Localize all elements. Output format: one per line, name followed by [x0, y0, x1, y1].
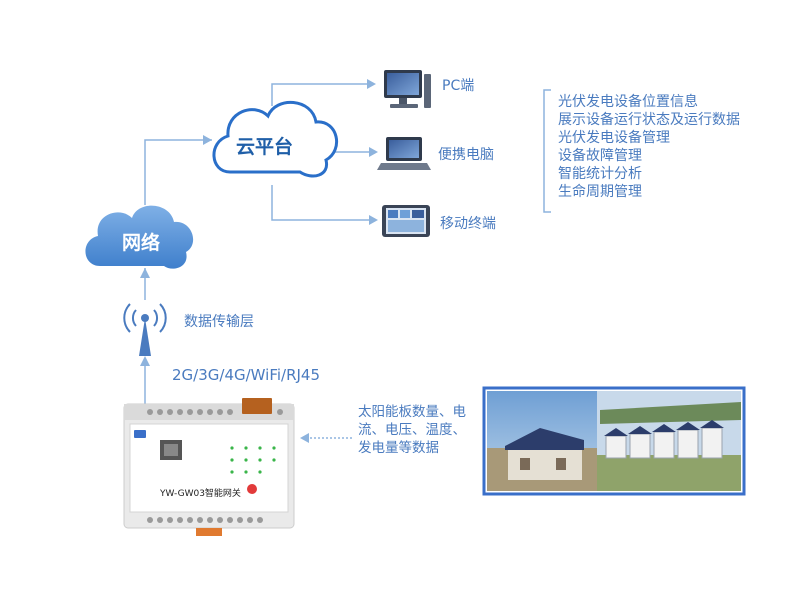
solar-photo [482, 386, 746, 496]
transport-layer-label: 数据传输层 [184, 314, 254, 330]
feature-list: 光伏发电设备位置信息 展示设备运行状态及运行数据 光伏发电设备管理 设备故障管理… [558, 93, 740, 201]
feature-item: 设备故障管理 [558, 148, 642, 164]
feature-item: 展示设备运行状态及运行数据 [558, 112, 740, 128]
sensor-data-text: 太阳能板数量、电流、电压、温度、发电量等数据 [358, 404, 466, 456]
feature-item: 智能统计分析 [558, 166, 642, 182]
pc-monitor-icon [384, 70, 431, 108]
antenna-icon [123, 303, 167, 356]
connector-lines [144, 83, 551, 439]
terminal-pc-label: PC端 [442, 78, 475, 94]
feature-item: 光伏发电设备位置信息 [558, 94, 698, 110]
arrowheads [140, 79, 378, 443]
protocol-label: 2G/3G/4G/WiFi/RJ45 [172, 366, 321, 384]
gateway-label: YW-GW03智能网关 [160, 489, 241, 499]
network-label: 网络 [122, 232, 161, 254]
terminal-mobile-label: 移动终端 [440, 216, 496, 232]
terminal-laptop-label: 便携电脑 [438, 147, 494, 163]
feature-item: 生命周期管理 [558, 184, 642, 200]
network-cloud-icon [85, 205, 194, 269]
laptop-icon [377, 137, 431, 170]
mobile-terminal-icon [382, 205, 430, 237]
cloud-platform-icon [212, 101, 338, 178]
gateway-device [123, 398, 295, 536]
feature-item: 光伏发电设备管理 [558, 130, 670, 146]
cloud-platform-label: 云平台 [236, 136, 294, 158]
